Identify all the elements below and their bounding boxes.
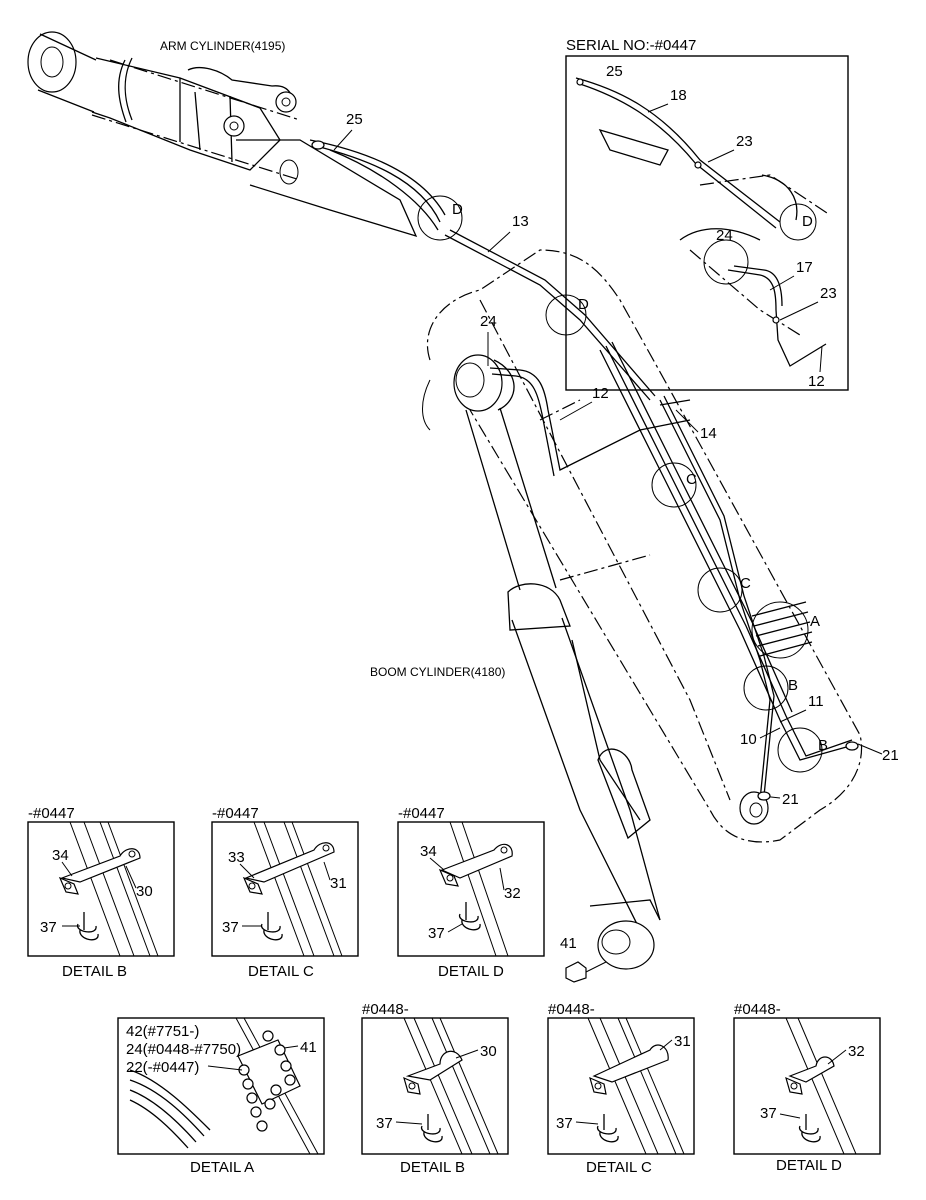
detail-b-marker-1 xyxy=(743,665,789,711)
detail-c-marker-2 xyxy=(697,567,743,613)
bolt-41-drawing xyxy=(565,961,607,983)
part-25-label: 25 xyxy=(346,111,363,128)
boom-drawing xyxy=(422,249,863,970)
detail-c-old-p31: 31 xyxy=(330,875,347,892)
marker-a: A xyxy=(810,613,820,630)
detail-c-new-p37: 37 xyxy=(556,1115,573,1132)
serial-part-23b: 23 xyxy=(820,285,837,302)
part-12-label: 12 xyxy=(592,385,609,402)
detail-a-title: DETAIL A xyxy=(190,1159,254,1176)
part-21a-label: 21 xyxy=(882,747,899,764)
detail-c-new-serial: #0448- xyxy=(548,1001,595,1018)
detail-b-new-p37: 37 xyxy=(376,1115,393,1132)
detail-d-old-p37: 37 xyxy=(428,925,445,942)
detail-d-marker xyxy=(417,195,463,241)
detail-d-old-p34: 34 xyxy=(420,843,437,860)
detail-c-old-p37: 37 xyxy=(222,919,239,936)
detail-d-new-p32: 32 xyxy=(848,1043,865,1060)
detail-b-old: -#0447 34 30 37 DETAIL B xyxy=(27,805,175,980)
detail-d-new-title: DETAIL D xyxy=(776,1157,842,1174)
detail-c-new: #0448- 31 37 DETAIL C xyxy=(547,1001,695,1176)
detail-a-marker xyxy=(751,601,809,659)
detail-b-new: #0448- 30 37 DETAIL B xyxy=(361,1001,509,1176)
detail-c-marker-1 xyxy=(651,462,697,508)
detail-b-marker-2 xyxy=(777,727,823,773)
detail-d-new: #0448- 32 37 DETAIL D xyxy=(733,1001,881,1174)
detail-b-new-serial: #0448- xyxy=(362,1001,409,1018)
serial-part-18: 18 xyxy=(670,87,687,104)
arm-cylinder-label: ARM CYLINDER(4195) xyxy=(160,39,285,53)
detail-c-old: -#0447 33 31 37 DETAIL C xyxy=(211,805,359,980)
detail-d-old-serial: -#0447 xyxy=(398,805,445,822)
part-13-label: 13 xyxy=(512,213,529,230)
marker-b-1: B xyxy=(788,677,798,694)
tube-13 xyxy=(444,234,651,401)
detail-c-old-serial: -#0447 xyxy=(212,805,259,822)
serial-inset-drawing xyxy=(575,77,831,367)
serial-part-23a: 23 xyxy=(736,133,753,150)
detail-c-new-title: DETAIL C xyxy=(586,1159,652,1176)
serial-no-label: SERIAL NO:-#0447 xyxy=(566,37,696,54)
serial-part-24: 24 xyxy=(716,227,733,244)
marker-b-2: B xyxy=(818,737,828,754)
part-10-label: 10 xyxy=(740,731,757,748)
serial-marker-d: D xyxy=(802,213,813,230)
detail-d-new-serial: #0448- xyxy=(734,1001,781,1018)
detail-b-old-serial: -#0447 xyxy=(28,805,75,822)
detail-d-new-p37: 37 xyxy=(760,1105,777,1122)
detail-d-old-title: DETAIL D xyxy=(438,963,504,980)
marker-d-2: D xyxy=(578,296,589,313)
part-11-label: 11 xyxy=(808,693,824,710)
marker-c-1: C xyxy=(686,471,697,488)
part-24-label: 24 xyxy=(480,313,497,330)
serial-part-17: 17 xyxy=(796,259,813,276)
serial-part-12: 12 xyxy=(808,373,825,390)
detail-b-old-title: DETAIL B xyxy=(62,963,127,980)
detail-b-new-p30: 30 xyxy=(480,1043,497,1060)
detail-c-old-title: DETAIL C xyxy=(248,963,314,980)
detail-d-old: -#0447 34 32 37 DETAIL D xyxy=(397,805,545,980)
detail-c-new-p31: 31 xyxy=(674,1033,691,1050)
detail-a-line2: 24(#0448-#7750) xyxy=(126,1041,241,1058)
marker-d-1: D xyxy=(452,201,463,218)
detail-c-old-p33: 33 xyxy=(228,849,245,866)
part-21b-label: 21 xyxy=(782,791,799,808)
detail-b-new-title: DETAIL B xyxy=(400,1159,465,1176)
serial-part-25: 25 xyxy=(606,63,623,80)
arm-cylinder-drawing xyxy=(27,31,446,238)
serial-inset-frame xyxy=(565,55,849,391)
detail-a: 42(#7751-) 24(#0448-#7750) 22(-#0447) 41… xyxy=(117,1017,325,1176)
boom-cylinder-label: BOOM CYLINDER(4180) xyxy=(370,665,505,679)
detail-b-old-p37: 37 xyxy=(40,919,57,936)
detail-d-old-p32: 32 xyxy=(504,885,521,902)
detail-a-line1: 42(#7751-) xyxy=(126,1023,199,1040)
detail-b-old-p30: 30 xyxy=(136,883,153,900)
detail-a-p41: 41 xyxy=(300,1039,317,1056)
detail-b-old-p34: 34 xyxy=(52,847,69,864)
boom-tubes xyxy=(489,341,853,801)
marker-c-2: C xyxy=(740,575,751,592)
leader-25 xyxy=(333,129,353,151)
part-41-label: 41 xyxy=(560,935,577,952)
part-14-label: 14 xyxy=(700,425,717,442)
detail-a-line3: 22(-#0447) xyxy=(126,1059,199,1076)
